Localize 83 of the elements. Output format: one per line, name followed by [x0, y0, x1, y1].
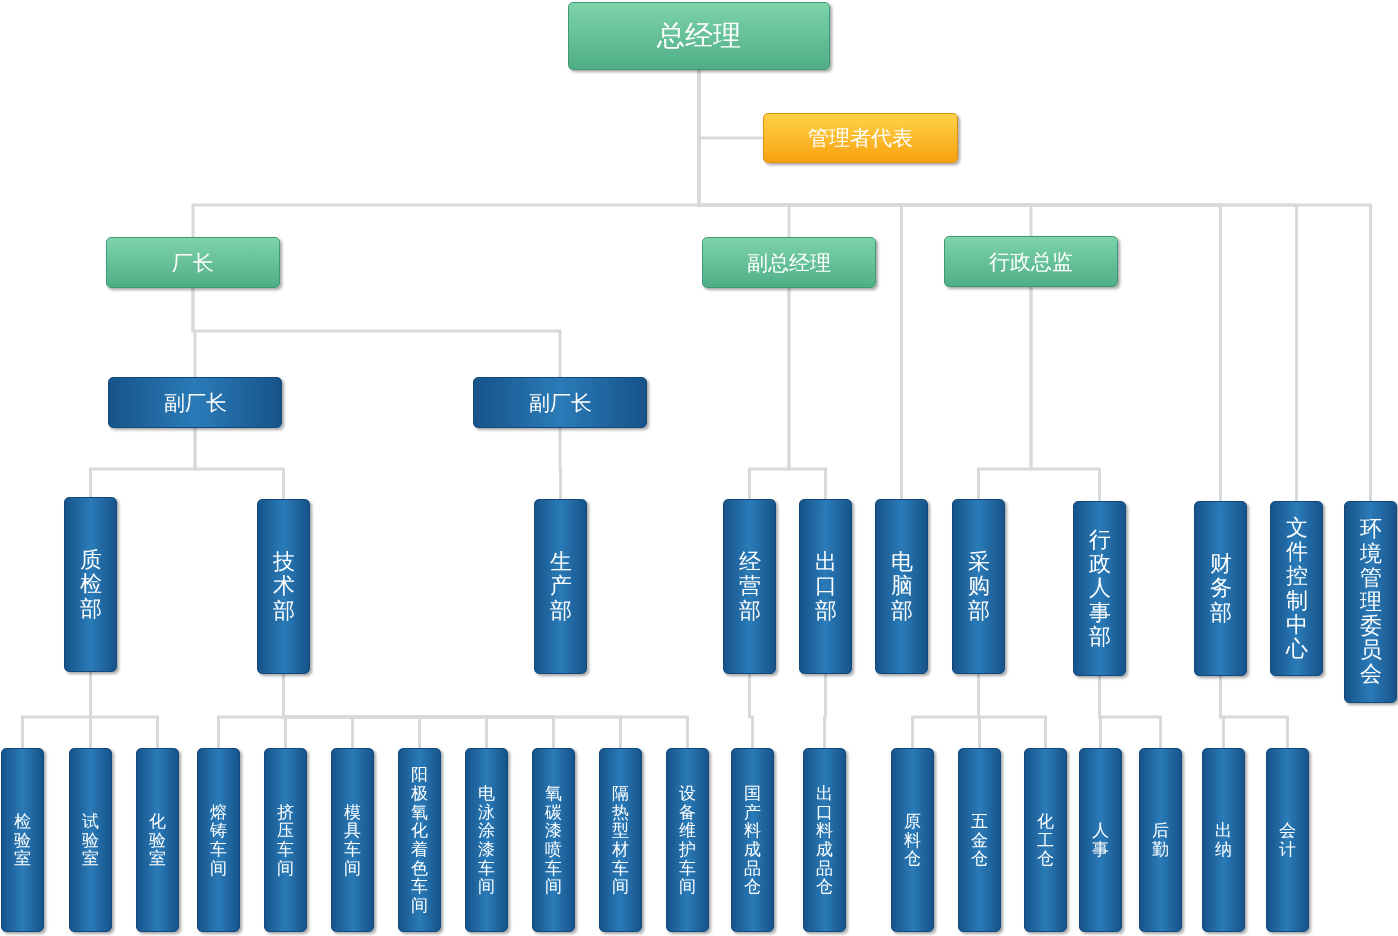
org-box — [666, 748, 709, 932]
org-box — [944, 236, 1118, 287]
org-unit-label: 总经理 — [657, 18, 741, 54]
org-box — [958, 748, 1001, 932]
org-box — [136, 748, 179, 932]
org-box — [891, 748, 934, 932]
org-box — [264, 748, 307, 932]
org-unit-label: 化工仓 — [1037, 811, 1054, 869]
org-box — [799, 499, 852, 674]
connector-line — [191, 288, 562, 377]
org-box — [197, 748, 240, 932]
org-box — [534, 499, 587, 674]
org-unit-label: 副厂长 — [528, 389, 592, 417]
org-unit-label: 行政总监 — [989, 248, 1073, 276]
org-box — [1194, 501, 1247, 676]
connector-line — [787, 288, 827, 499]
org-unit-label: 质检部 — [79, 548, 102, 621]
org-unit-label: 副厂长 — [163, 389, 227, 417]
org-box — [1, 748, 44, 932]
org-box — [108, 377, 282, 428]
org-unit-label: 阳极氧化着色车间 — [411, 765, 428, 915]
connector-line — [823, 674, 827, 748]
org-unit-label: 设备维护车间 — [679, 783, 696, 897]
org-unit-label: 后勤 — [1152, 821, 1169, 859]
org-unit-label: 生产部 — [549, 550, 572, 623]
connector-line — [193, 428, 285, 499]
org-box — [1344, 501, 1397, 703]
org-unit-label: 试验室 — [82, 811, 99, 869]
org-box — [532, 748, 575, 932]
org-unit-label: 会计 — [1279, 821, 1296, 859]
org-unit-label: 五金仓 — [971, 811, 988, 869]
org-unit-label: 化验室 — [149, 811, 166, 869]
org-unit-label: 副总经理 — [747, 249, 831, 277]
org-unit-label: 厂长 — [172, 249, 214, 277]
org-box — [257, 499, 310, 674]
org-box — [331, 748, 374, 932]
org-box — [1073, 501, 1126, 676]
org-box — [952, 499, 1005, 674]
org-unit-label: 行政人事部 — [1088, 528, 1111, 649]
org-box — [1266, 748, 1309, 932]
org-unit-label: 环境管理委员会 — [1359, 517, 1382, 687]
org-box — [398, 748, 441, 932]
org-box — [731, 748, 774, 932]
org-box — [1079, 748, 1122, 932]
org-box — [69, 748, 112, 932]
org-unit-label: 财务部 — [1209, 552, 1232, 625]
connector-line — [558, 428, 562, 499]
org-box — [803, 748, 846, 932]
org-box — [568, 2, 830, 70]
org-unit-label: 国产料成品仓 — [744, 783, 761, 897]
org-unit-label: 技术部 — [272, 550, 295, 623]
org-box — [763, 113, 958, 163]
org-box — [723, 499, 776, 674]
org-box — [599, 748, 642, 932]
org-unit-label: 电脑部 — [890, 550, 913, 623]
connector-line — [748, 674, 754, 748]
org-unit-label: 模具车间 — [344, 802, 361, 878]
org-box — [1270, 501, 1323, 676]
org-box — [702, 237, 876, 288]
org-box — [106, 237, 280, 288]
org-unit-label: 文件控制中心 — [1285, 515, 1308, 662]
org-box — [465, 748, 508, 932]
org-box — [1202, 748, 1245, 932]
org-unit-label: 采购部 — [967, 550, 990, 623]
connector-line — [1029, 287, 1101, 501]
org-unit-label: 人事 — [1092, 821, 1109, 859]
org-unit-label: 隔热型材车间 — [612, 783, 629, 897]
org-unit-label: 原料仓 — [904, 811, 921, 869]
org-unit-label: 氧碳漆喷车间 — [545, 783, 562, 897]
org-box — [875, 499, 928, 674]
org-unit-label: 熔铸车间 — [210, 802, 227, 878]
org-box — [473, 377, 647, 428]
org-unit-label: 管理者代表 — [808, 125, 913, 152]
org-unit-label: 出口部 — [814, 550, 837, 623]
org-box — [1024, 748, 1067, 932]
org-unit-label: 经营部 — [738, 550, 761, 623]
org-unit-label: 出口料成品仓 — [816, 783, 833, 897]
org-box — [1139, 748, 1182, 932]
org-unit-label: 挤压车间 — [277, 802, 294, 878]
org-unit-label: 电泳涂漆车间 — [478, 783, 495, 897]
org-box — [64, 497, 117, 672]
org-unit-label: 检验室 — [14, 811, 31, 869]
org-unit-label: 出纳 — [1215, 821, 1232, 859]
